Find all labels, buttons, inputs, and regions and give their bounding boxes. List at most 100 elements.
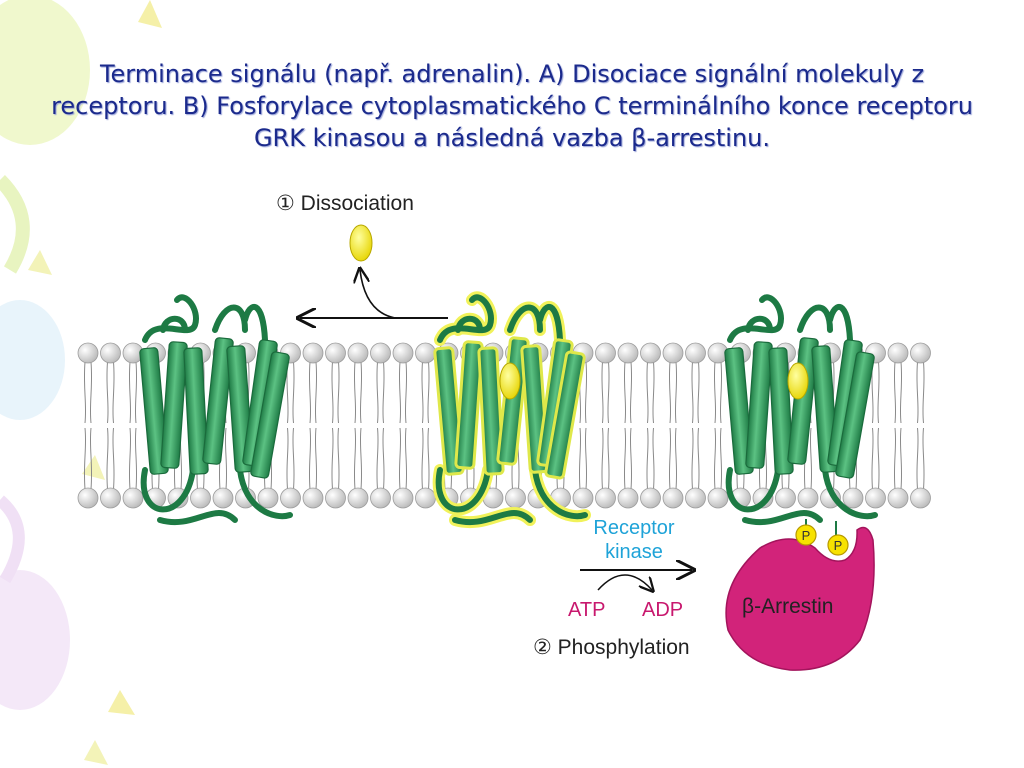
transmembrane-helix — [139, 347, 169, 475]
free-ligand — [349, 224, 373, 262]
lipid-head — [685, 342, 706, 364]
lipid-head — [257, 487, 279, 509]
lipid-tails — [691, 361, 700, 490]
lipid-head — [595, 487, 616, 509]
lipid-head — [392, 487, 414, 509]
lipid-tails — [331, 361, 340, 490]
lipid-head — [797, 487, 819, 509]
dissociation-arrow — [300, 270, 448, 318]
lipid-head — [370, 487, 391, 509]
transmembrane-helix — [454, 340, 484, 470]
dissociation-label: ① Dissociation — [276, 192, 414, 215]
transmembrane-helix — [835, 351, 875, 479]
phosphate-1-label: P — [802, 528, 811, 543]
lipid-head — [212, 487, 234, 509]
receptor-right-phosphorylated — [724, 294, 878, 526]
lipid-head — [325, 342, 346, 364]
lipid-head — [685, 487, 706, 509]
lipid-head — [910, 487, 931, 509]
transmembrane-helix — [477, 346, 505, 476]
lipid-tails — [916, 361, 925, 490]
receptor-loops — [435, 294, 588, 526]
lipid-tails — [353, 361, 363, 490]
lipid-tails — [308, 361, 318, 490]
transmembrane-helix — [724, 347, 754, 475]
bound-ligand-middle — [499, 362, 521, 400]
lipid-tails — [646, 361, 655, 490]
lipid-head — [617, 487, 639, 509]
lipid-head — [707, 487, 729, 509]
lipid-head — [325, 487, 346, 509]
lipid-tails — [623, 361, 633, 490]
lipid-head — [595, 342, 616, 364]
bound-ligand-right — [787, 362, 809, 400]
lipid-head — [842, 487, 864, 509]
lipid-tails — [106, 361, 115, 490]
lipid-head — [347, 487, 369, 509]
lipid-head — [775, 487, 796, 509]
lipid-head — [662, 342, 684, 364]
lipid-head — [100, 342, 121, 364]
transmembrane-helix — [544, 350, 586, 480]
phosphorylation-arrow — [580, 570, 692, 590]
lipid-head — [505, 487, 526, 509]
atp-label: ATP — [568, 599, 605, 621]
lipid-head — [910, 342, 931, 364]
lipid-head — [640, 487, 661, 509]
phosphate-2-label: P — [834, 538, 843, 553]
receptor-loops — [140, 294, 293, 526]
lipid-head — [887, 487, 909, 509]
transmembrane-helix — [202, 337, 234, 465]
transmembrane-helix — [768, 347, 794, 475]
transmembrane-helix — [745, 341, 773, 469]
lipid-head — [302, 342, 324, 364]
receptor-kinase-label-1: Receptor — [593, 517, 674, 539]
lipid-tails — [871, 361, 880, 490]
lipid-tails — [376, 361, 385, 490]
lipid-tails — [286, 361, 295, 490]
lipid-tails — [128, 361, 138, 490]
lipid-head — [415, 342, 436, 364]
lipid-head — [302, 487, 324, 509]
receptor-middle-active — [432, 291, 591, 529]
transmembrane-helix — [787, 337, 819, 465]
lipid-head — [77, 487, 99, 509]
transmembrane-helix — [160, 341, 188, 469]
lipid-tails — [421, 361, 430, 490]
lipid-tails — [893, 361, 903, 490]
lipid-head — [77, 342, 99, 364]
lipid-head — [887, 342, 909, 364]
lipid-head — [662, 487, 684, 509]
lipid-tails — [398, 361, 408, 490]
adp-label: ADP — [642, 599, 683, 621]
lipid-head — [190, 487, 211, 509]
beta-arrestin — [725, 526, 875, 671]
lipid-head — [415, 487, 436, 509]
lipid-tails — [713, 361, 723, 490]
lipid-head — [572, 487, 594, 509]
lipid-tails — [668, 361, 678, 490]
lipid-head — [100, 487, 121, 509]
lipid-head — [865, 487, 886, 509]
lipid-head — [280, 487, 301, 509]
receptor-left — [139, 294, 293, 526]
lipid-tails — [83, 361, 93, 490]
arrestin-label: β-Arrestin — [742, 595, 833, 618]
lipid-head — [392, 342, 414, 364]
transmembrane-helix — [496, 336, 530, 466]
phosphate-1 — [795, 524, 817, 546]
receptor-loops — [725, 294, 878, 526]
lipid-head — [122, 487, 144, 509]
lipid-head — [370, 342, 391, 364]
lipid-head — [640, 342, 661, 364]
slide-title: Terminace signálu (např. adrenalin). A) … — [51, 60, 973, 152]
phosphate-2 — [827, 534, 849, 556]
receptor-kinase-label-2: kinase — [605, 541, 663, 563]
transmembrane-helix — [250, 351, 290, 479]
transmembrane-helix — [183, 347, 209, 475]
lipid-tails — [601, 361, 610, 490]
lipid-head — [347, 342, 369, 364]
lipid-tails — [578, 361, 588, 490]
